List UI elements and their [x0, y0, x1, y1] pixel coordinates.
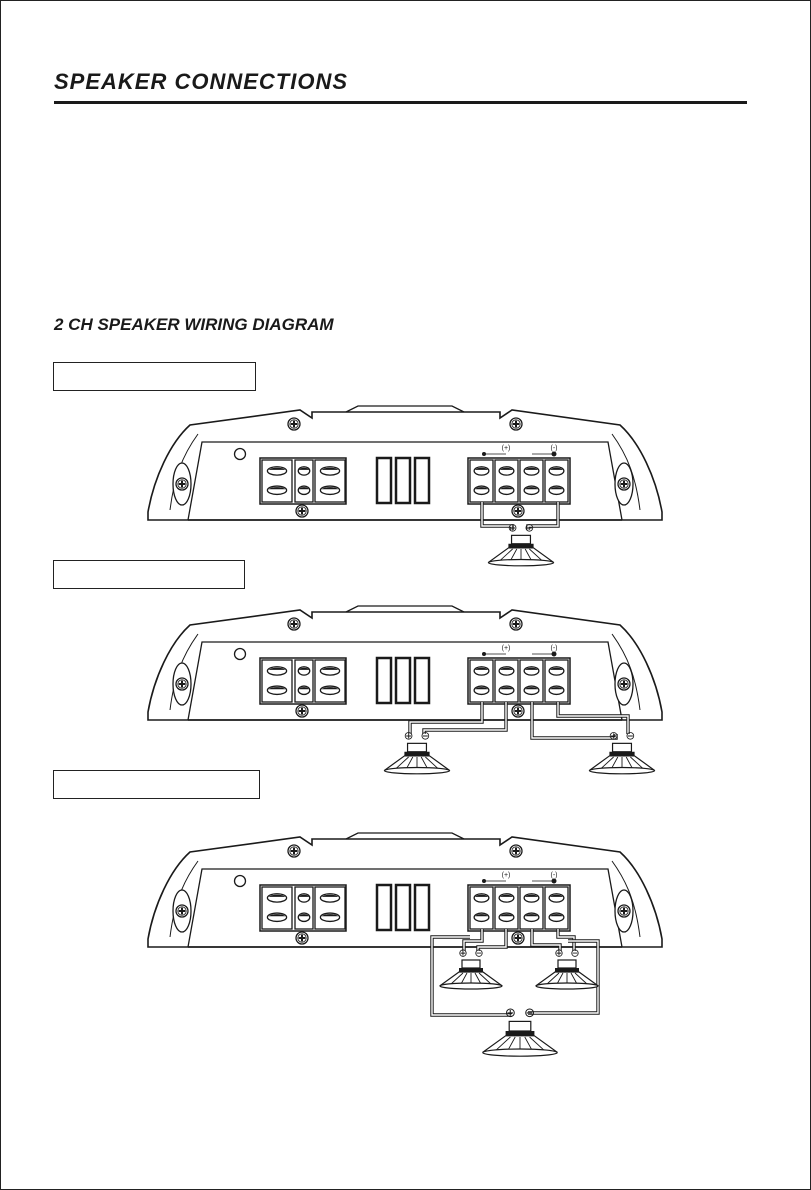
page-title: SPEAKER CONNECTIONS — [54, 69, 349, 94]
fuse-icon — [375, 883, 393, 932]
polarity-dot — [551, 878, 557, 884]
polarity-dot — [482, 452, 486, 456]
power-terminal — [261, 886, 293, 930]
speaker-icon: ⊕⊖ — [535, 947, 599, 990]
screw-icon — [509, 617, 523, 631]
speaker-icon: ⊕⊖ — [487, 521, 555, 567]
screw-icon — [617, 677, 631, 691]
polarity-dot — [482, 652, 486, 656]
amp-top-handle — [345, 405, 465, 413]
polarity-label-left: (+) — [502, 445, 511, 452]
screw-icon — [287, 617, 301, 631]
polarity-label-right: (-) — [551, 645, 558, 652]
speaker-terminal-2 — [494, 459, 519, 503]
screw-icon — [617, 477, 631, 491]
screw-icon — [511, 931, 525, 945]
power-led — [233, 647, 247, 661]
remote-terminal — [294, 659, 314, 703]
svg-text:⊖: ⊖ — [626, 729, 636, 743]
speaker-icon: ⊕⊖ — [588, 729, 656, 775]
screw-icon — [509, 417, 523, 431]
power-led — [233, 874, 247, 888]
amp-top-handle — [345, 605, 465, 613]
polarity-label-right: (-) — [551, 445, 558, 452]
speaker-terminal-4 — [544, 659, 569, 703]
amplifier-diagram-2: (+)(-)⊕⊖⊕⊖ — [147, 605, 663, 775]
speaker-terminal-3 — [519, 659, 544, 703]
amplifier-diagram-3: (+)(-)⊕⊖⊕⊖⊕⊖ — [147, 832, 663, 1057]
section-subtitle: 2 CH SPEAKER WIRING DIAGRAM — [54, 315, 334, 334]
polarity-label-left: (+) — [502, 872, 511, 879]
screw-icon — [287, 844, 301, 858]
speaker-terminal-1 — [469, 459, 494, 503]
screw-icon — [617, 904, 631, 918]
diagram-2-label-box — [53, 560, 245, 589]
svg-text:⊕: ⊕ — [508, 521, 518, 535]
svg-text:⊕: ⊕ — [458, 947, 467, 960]
polarity-dot — [551, 451, 557, 457]
svg-text:⊖: ⊖ — [570, 947, 579, 960]
diagram-1-label-box — [53, 362, 256, 391]
screw-icon — [295, 931, 309, 945]
speaker-terminal-3 — [519, 886, 544, 930]
power-terminal — [261, 659, 293, 703]
ground-terminal — [314, 459, 346, 503]
svg-text:⊖: ⊖ — [525, 521, 535, 535]
svg-text:⊕: ⊕ — [554, 947, 563, 960]
fuse-icon — [413, 883, 431, 932]
remote-terminal — [294, 886, 314, 930]
speaker-icon: ⊕⊖ — [482, 1006, 558, 1057]
polarity-dot — [551, 651, 557, 657]
diagram-3-label-box — [53, 770, 260, 799]
svg-text:⊕: ⊕ — [505, 1006, 516, 1021]
fuse-icon — [394, 456, 412, 505]
remote-terminal — [294, 459, 314, 503]
title-divider — [54, 101, 747, 104]
fuse-icon — [375, 656, 393, 705]
screw-icon — [511, 504, 525, 518]
svg-text:⊕: ⊕ — [609, 729, 619, 743]
ground-terminal — [314, 659, 346, 703]
speaker-terminal-2 — [494, 659, 519, 703]
polarity-label-right: (-) — [551, 872, 558, 879]
fuse-icon — [394, 656, 412, 705]
speaker-terminal-1 — [469, 659, 494, 703]
speaker-terminal-1 — [469, 886, 494, 930]
polarity-dot — [482, 879, 486, 883]
svg-text:⊖: ⊖ — [474, 947, 483, 960]
power-terminal — [261, 459, 293, 503]
speaker-terminal-4 — [544, 886, 569, 930]
screw-icon — [175, 677, 189, 691]
polarity-label-left: (+) — [502, 645, 511, 652]
amplifier-diagram-1: (+)(-)⊕⊖ — [147, 405, 663, 567]
speaker-terminal-4 — [544, 459, 569, 503]
fuse-icon — [413, 656, 431, 705]
fuse-icon — [413, 456, 431, 505]
amp-top-handle — [345, 832, 465, 840]
screw-icon — [295, 704, 309, 718]
screw-icon — [509, 844, 523, 858]
svg-text:⊖: ⊖ — [524, 1006, 535, 1021]
speaker-icon: ⊕⊖ — [383, 729, 451, 775]
screw-icon — [175, 904, 189, 918]
speaker-terminal-2 — [494, 886, 519, 930]
svg-text:⊕: ⊕ — [404, 729, 414, 743]
screw-icon — [511, 704, 525, 718]
screw-icon — [295, 504, 309, 518]
speaker-icon: ⊕⊖ — [439, 947, 503, 990]
ground-terminal — [314, 886, 346, 930]
fuse-icon — [375, 456, 393, 505]
speaker-terminal-3 — [519, 459, 544, 503]
screw-icon — [175, 477, 189, 491]
screw-icon — [287, 417, 301, 431]
power-led — [233, 447, 247, 461]
svg-text:⊖: ⊖ — [421, 729, 431, 743]
fuse-icon — [394, 883, 412, 932]
